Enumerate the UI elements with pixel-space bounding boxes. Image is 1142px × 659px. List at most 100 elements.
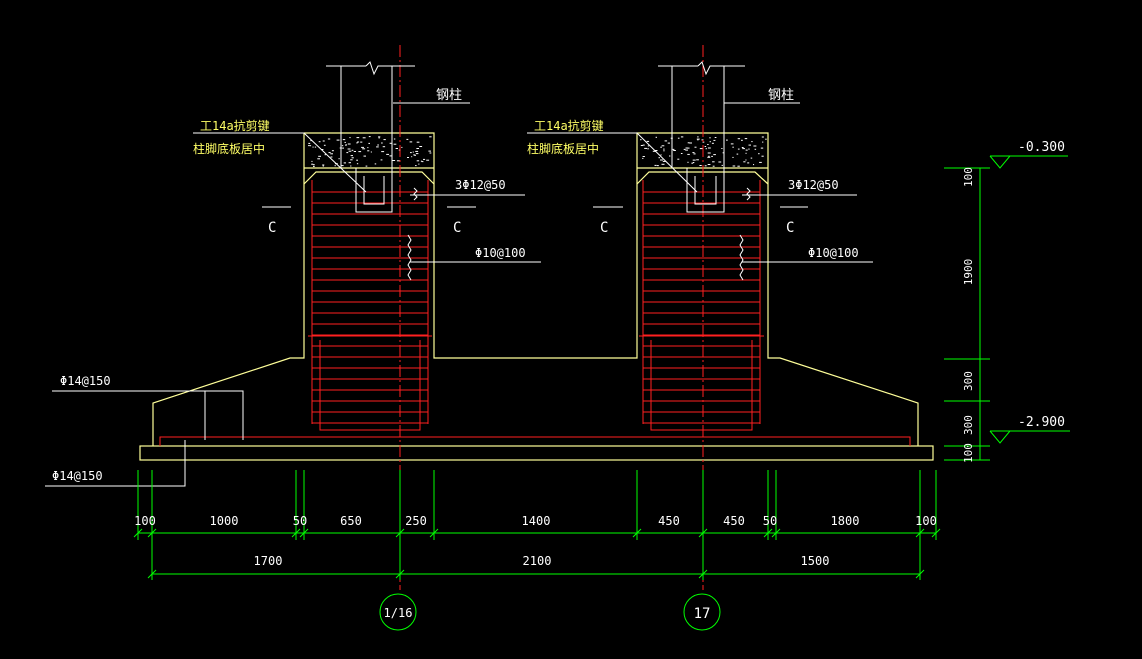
label-stirrup-right: Φ10@100 xyxy=(808,246,859,260)
axis-label-1-16: 1/16 xyxy=(384,606,413,620)
grout-dot xyxy=(709,141,711,143)
grout-dot xyxy=(395,148,398,149)
grout-dot xyxy=(386,153,389,155)
grout-dot xyxy=(692,159,696,161)
grout-dot xyxy=(414,154,416,156)
grout-dot xyxy=(356,137,360,139)
grout-dot xyxy=(708,155,710,157)
grout-dot xyxy=(418,163,420,165)
grout-dot xyxy=(374,163,377,165)
grout-dot xyxy=(365,165,368,167)
section-mark-2: C xyxy=(453,220,461,236)
grout-dot xyxy=(342,139,346,141)
label-bottom-bar-top: Φ14@150 xyxy=(60,374,111,388)
dim-text-row1: 100 xyxy=(915,514,937,528)
grout-dot xyxy=(664,140,668,142)
grout-dot xyxy=(711,142,714,144)
dim-text-row2: 1500 xyxy=(801,554,830,568)
grout-dot xyxy=(685,147,688,149)
grout-dot xyxy=(367,150,370,152)
grout-dot xyxy=(351,149,354,151)
label-stirrup-left: Φ10@100 xyxy=(475,246,526,260)
grout-dot xyxy=(741,147,744,148)
grout-dot xyxy=(669,155,671,157)
grout-dot xyxy=(415,150,419,152)
grout-dot xyxy=(761,136,764,138)
dim-text-row1: 100 xyxy=(134,514,156,528)
dim-tick xyxy=(395,569,405,579)
grout-dot xyxy=(406,138,409,140)
grout-dot xyxy=(416,148,419,149)
dim-text-vertical: 300 xyxy=(962,371,975,391)
grout-dot xyxy=(318,155,321,157)
grout-dot xyxy=(348,150,352,152)
grout-dot xyxy=(732,165,736,167)
grout-dot xyxy=(713,139,716,141)
vertical-bar xyxy=(319,340,421,431)
dim-text-row1: 50 xyxy=(763,514,777,528)
grout-dot xyxy=(707,152,711,154)
dim-tick xyxy=(299,528,309,538)
axis-bubble-1-16 xyxy=(379,593,417,631)
grout-dot xyxy=(327,138,331,140)
grout-dot xyxy=(640,139,642,141)
grout-dot xyxy=(338,158,340,160)
grout-dot xyxy=(732,146,734,148)
grout-dot xyxy=(709,137,711,139)
grout-dot xyxy=(360,141,363,143)
grout-dot xyxy=(310,140,312,142)
grout-dot xyxy=(713,154,716,156)
grout-dot xyxy=(346,152,349,154)
grout-dot xyxy=(707,156,711,158)
grout-dot xyxy=(736,153,739,155)
grout-dot xyxy=(677,137,680,139)
pedestal-left-outer xyxy=(152,133,305,446)
grout-dot xyxy=(426,159,430,161)
grout-dot xyxy=(685,149,688,151)
dim-text-row1: 1400 xyxy=(522,514,551,528)
grout-dot xyxy=(350,159,353,161)
grout-dot xyxy=(383,139,386,141)
dim-tick xyxy=(291,528,301,538)
grout-dot xyxy=(701,139,704,141)
grout-dot xyxy=(726,139,728,141)
grout-dot xyxy=(646,140,650,142)
dim-tick xyxy=(429,528,439,538)
grout-dot xyxy=(401,146,403,148)
grout-dot xyxy=(416,141,420,143)
grout-dot xyxy=(345,145,347,146)
grout-dot xyxy=(318,141,321,143)
grout-dot xyxy=(680,136,684,138)
grout-dot xyxy=(697,139,699,141)
grout-dot xyxy=(362,137,366,139)
label-shear-key-right: 工14a抗剪键 xyxy=(534,118,604,133)
grout-dot xyxy=(370,151,372,153)
grout-dot xyxy=(308,145,310,147)
grout-dot xyxy=(416,160,420,162)
grout-dot xyxy=(647,148,649,150)
grout-dot xyxy=(751,141,753,143)
grout-dot xyxy=(311,160,313,162)
grout-dot xyxy=(331,150,334,152)
dim-tick xyxy=(133,528,143,538)
grout-dot xyxy=(368,142,370,144)
grout-dot xyxy=(687,153,690,155)
grout-dot xyxy=(765,138,767,140)
grout-dot xyxy=(702,141,705,143)
grout-dot xyxy=(348,162,351,164)
dim-text-row1: 450 xyxy=(723,514,745,528)
grout-dot xyxy=(317,158,320,160)
grout-dot xyxy=(704,146,707,147)
dim-text-row1: 650 xyxy=(340,514,362,528)
label-steel-column-left: 钢柱 xyxy=(436,88,462,103)
grout-dot xyxy=(747,162,750,164)
grout-dot xyxy=(707,144,709,145)
grout-dot xyxy=(381,151,385,153)
grout-dot xyxy=(692,162,695,163)
grout-dot xyxy=(351,157,354,159)
grout-dot xyxy=(707,147,711,149)
grout-dot xyxy=(693,153,696,155)
section-mark-3: C xyxy=(600,220,608,236)
grout-dot xyxy=(345,144,347,146)
grout-dot xyxy=(689,142,692,144)
